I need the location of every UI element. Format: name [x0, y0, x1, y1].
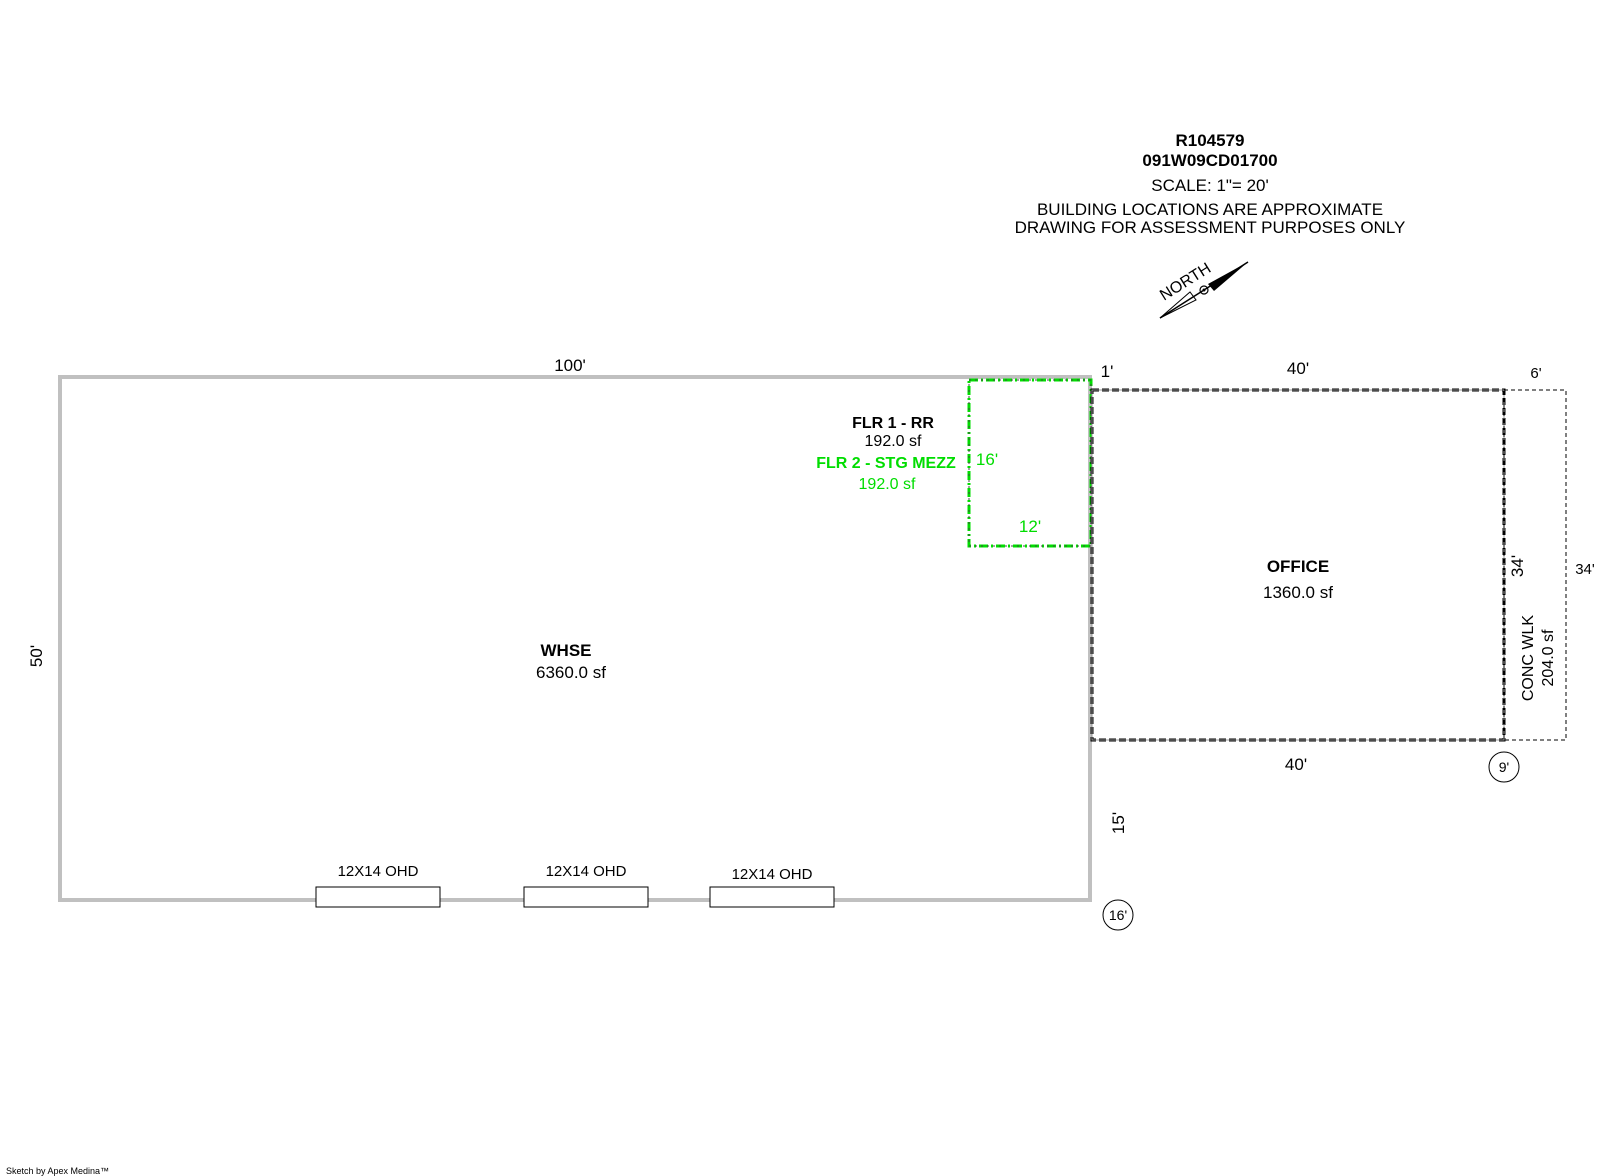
office-name: OFFICE [1267, 557, 1329, 576]
dim-whse-left: 50' [27, 645, 46, 667]
mezzanine-area: 192.0 sf [859, 476, 916, 493]
dim-walk-width: 6' [1530, 365, 1541, 382]
overhead-door-3 [709, 886, 835, 908]
overhead-door-1-label: 12X14 OHD [338, 863, 419, 880]
office-inner-line [1091, 389, 1505, 741]
dim-office-right: 34' [1508, 555, 1527, 577]
dim-whse-top: 100' [554, 356, 586, 375]
dim-office-corner: 9' [1499, 759, 1509, 775]
restroom-area: 192.0 sf [865, 433, 922, 450]
footer-credit: Sketch by Apex Medina™ [6, 1166, 110, 1176]
overhead-door-2-label: 12X14 OHD [546, 863, 627, 880]
dim-mezz-height: 16' [976, 450, 998, 469]
overhead-door-3-label: 12X14 OHD [732, 866, 813, 883]
dim-walk-height: 34' [1575, 561, 1595, 578]
dim-office-bottom: 40' [1285, 755, 1307, 774]
account-number: R104579 [1175, 131, 1245, 150]
parcel-number: 091W09CD01700 [1142, 151, 1278, 170]
north-arrow-icon: NORTH [1157, 260, 1249, 319]
overhead-door-2 [523, 886, 649, 908]
overhead-door-1 [315, 886, 441, 908]
warehouse-area: 6360.0 sf [536, 663, 606, 682]
dim-gap: 1' [1101, 362, 1114, 381]
corner-marker-whse [1102, 899, 1134, 931]
dim-whse-corner: 16' [1109, 907, 1127, 923]
walk-area: 204.0 sf [1540, 629, 1557, 686]
disclaimer-line-1: BUILDING LOCATIONS ARE APPROXIMATE [1036, 200, 1384, 219]
warehouse-name: WHSE [541, 641, 592, 660]
office-area: 1360.0 sf [1263, 583, 1333, 602]
walk-name: CONC WLK [1520, 615, 1537, 702]
restroom-name: FLR 1 - RR [852, 415, 934, 432]
dim-whse-right-lower: 15' [1109, 812, 1128, 834]
north-label: NORTH [1157, 260, 1214, 304]
disclaimer-line-2: DRAWING FOR ASSESSMENT PURPOSES ONLY [1014, 218, 1406, 237]
corner-marker-office [1488, 751, 1520, 783]
concrete-walk-outline [1503, 389, 1567, 741]
warehouse-outline [58, 375, 1092, 902]
scale-label: SCALE: 1"= 20' [1151, 176, 1269, 195]
dim-office-top: 40' [1287, 359, 1309, 378]
dim-mezz-width: 12' [1019, 517, 1041, 536]
mezzanine-name: FLR 2 - STG MEZZ [816, 455, 956, 472]
